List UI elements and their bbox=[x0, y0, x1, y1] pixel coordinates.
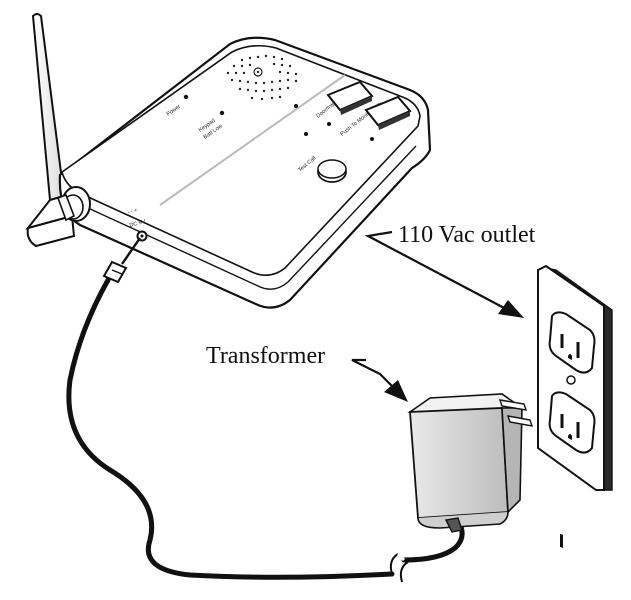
wall-outlet bbox=[537, 264, 613, 548]
base-station: Power Keypad Batt Low Door/Intercom Mute… bbox=[56, 36, 432, 309]
receptacle-top bbox=[548, 311, 596, 548]
antenna-connector bbox=[56, 186, 91, 222]
led-6 bbox=[370, 137, 374, 141]
transformer-label: Transformer bbox=[206, 343, 325, 369]
door-intercom-mute-button[interactable] bbox=[326, 80, 374, 115]
speaker-grille bbox=[226, 54, 298, 101]
transformer-callout-arrow bbox=[351, 358, 408, 402]
outlet-callout-arrow bbox=[364, 230, 524, 318]
receptacle-bottom bbox=[548, 391, 596, 454]
transformer-adapter bbox=[407, 393, 534, 533]
keypad-led bbox=[219, 110, 225, 116]
antenna bbox=[25, 13, 76, 248]
led-3 bbox=[294, 104, 298, 108]
push-to-monitor-talk-button[interactable] bbox=[364, 95, 412, 130]
power-led bbox=[183, 94, 189, 100]
test-call-button[interactable] bbox=[317, 159, 347, 183]
outlet-label: 110 Vac outlet bbox=[398, 222, 536, 248]
dc-polarity-label: - ◦ + bbox=[127, 208, 138, 216]
led-4 bbox=[327, 122, 331, 126]
led-5 bbox=[304, 132, 308, 136]
dc-voltage-label: DC 9V bbox=[129, 219, 147, 229]
